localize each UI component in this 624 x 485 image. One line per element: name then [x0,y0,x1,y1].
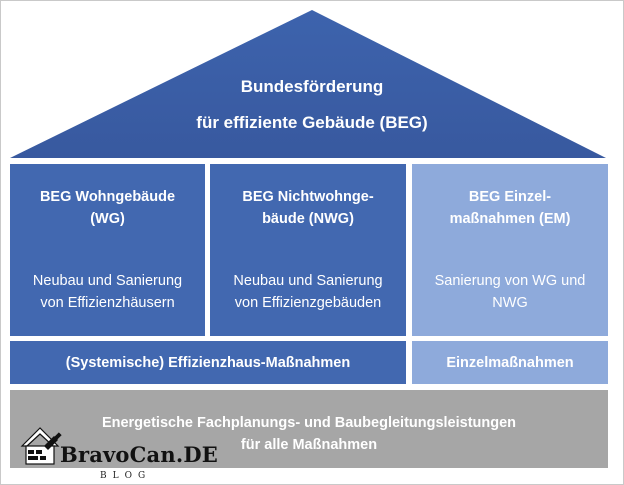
base-foundation: Energetische Fachplanungs- und Baubeglei… [10,390,608,468]
column-em-title-line2: maßnahmen (EM) [449,211,571,227]
base-line1: Energetische Fachplanungs- und Baubeglei… [101,415,517,431]
column-nwg: BEG Nichtwohnge- bäude (NWG) Neubau und … [210,164,406,336]
column-em: BEG Einzel- maßnahmen (EM) Sanierung von… [412,164,608,336]
column-em-body: Sanierung von WG und NWG [412,270,608,314]
column-em-title-line1: BEG Einzel- [468,189,552,205]
watermark-sub: BLOG [100,471,152,481]
base-line2: für alle Maßnahmen [240,437,378,453]
roof-title-line1: Bundesförderung [240,77,384,96]
column-wg-title-line2: (WG) [90,211,125,227]
column-em-title: BEG Einzel- maßnahmen (EM) [412,186,608,230]
band-individual-measures: Einzelmaßnahmen [412,341,608,384]
column-nwg-body: Neubau und Sanierung von Effizienzgebäud… [210,270,406,314]
column-wg-title-line1: BEG Wohngebäude [39,189,176,205]
column-nwg-title-line1: BEG Nichtwohnge- [242,189,374,205]
roof-title-line2: für effiziente Gebäude (BEG) [196,113,428,132]
column-wg: BEG Wohngebäude (WG) Neubau und Sanierun… [10,164,205,336]
column-wg-body: Neubau und Sanierung von Effizienzhäuser… [10,270,205,314]
column-nwg-title-line2: bäude (NWG) [262,211,354,227]
column-wg-title: BEG Wohngebäude (WG) [10,186,205,230]
column-nwg-body-line2: von Effizienzgebäuden [234,295,382,311]
column-em-body-line1: Sanierung von WG und [434,273,586,289]
roof-triangle [10,10,606,158]
column-nwg-title: BEG Nichtwohnge- bäude (NWG) [210,186,406,230]
watermark-brand: BravoCan.DE [60,442,218,467]
column-em-body-line2: NWG [492,295,528,311]
column-wg-body-line1: Neubau und Sanierung [32,273,183,289]
column-wg-body-line2: von Effizienzhäusern [40,295,175,311]
band-systemic-measures: (Systemische) Effizienzhaus-Maßnahmen [10,341,406,384]
watermark: BravoCan.DE BLOG [20,426,218,482]
column-nwg-body-line1: Neubau und Sanierung [233,273,383,289]
house-logo-icon [20,427,62,465]
